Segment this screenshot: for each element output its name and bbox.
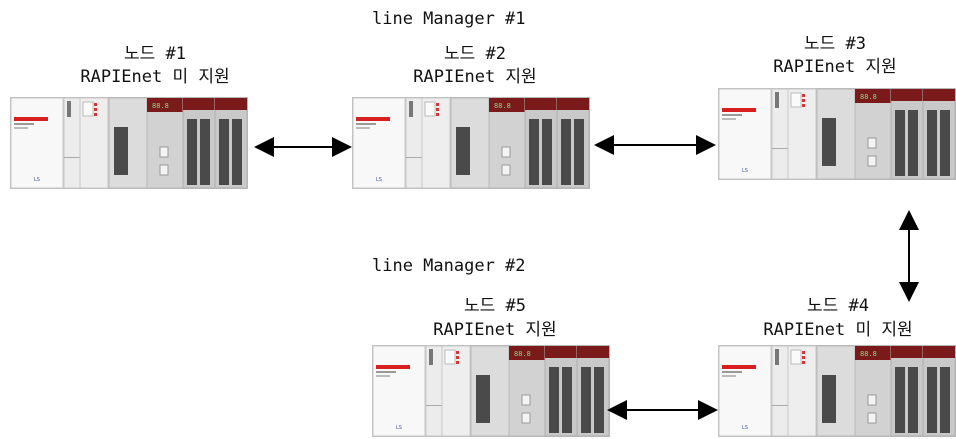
node-3-title: 노드 #3 — [804, 34, 866, 54]
node-3-support: RAPIEnet 지원 — [773, 57, 897, 77]
node-2-support: RAPIEnet 지원 — [413, 67, 537, 87]
svg-text:LS: LS — [742, 168, 748, 174]
svg-text:LS: LS — [742, 425, 748, 431]
node-1-support: RAPIEnet 미 지원 — [80, 67, 230, 87]
node-4-title: 노드 #4 — [807, 296, 869, 316]
node-2-plc-image: LS 88.8 — [352, 97, 590, 189]
node-3-plc-image: LS 88.8 — [718, 88, 956, 180]
svg-text:LS: LS — [396, 425, 402, 431]
svg-text:88.8: 88.8 — [860, 93, 877, 101]
svg-text:LS: LS — [376, 177, 382, 183]
node-2-title: 노드 #2 — [444, 44, 506, 64]
node-1-title: 노드 #1 — [124, 44, 186, 64]
node-4-support: RAPIEnet 미 지원 — [763, 320, 913, 340]
svg-text:LS: LS — [34, 177, 40, 183]
node-1-plc-image: LS 88.8 — [10, 97, 248, 189]
line-manager-2-label: line Manager #2 — [372, 256, 526, 276]
node-5-plc-image: LS 88.8 — [372, 345, 610, 437]
node-4-plc-image: LS 88.8 — [718, 345, 956, 437]
line-manager-1-label: line Manager #1 — [372, 9, 526, 29]
svg-text:88.8: 88.8 — [494, 102, 511, 110]
svg-text:88.8: 88.8 — [152, 102, 169, 110]
svg-text:88.8: 88.8 — [514, 350, 531, 358]
svg-text:88.8: 88.8 — [860, 350, 877, 358]
node-5-title: 노드 #5 — [464, 296, 526, 316]
node-5-support: RAPIEnet 지원 — [433, 320, 557, 340]
